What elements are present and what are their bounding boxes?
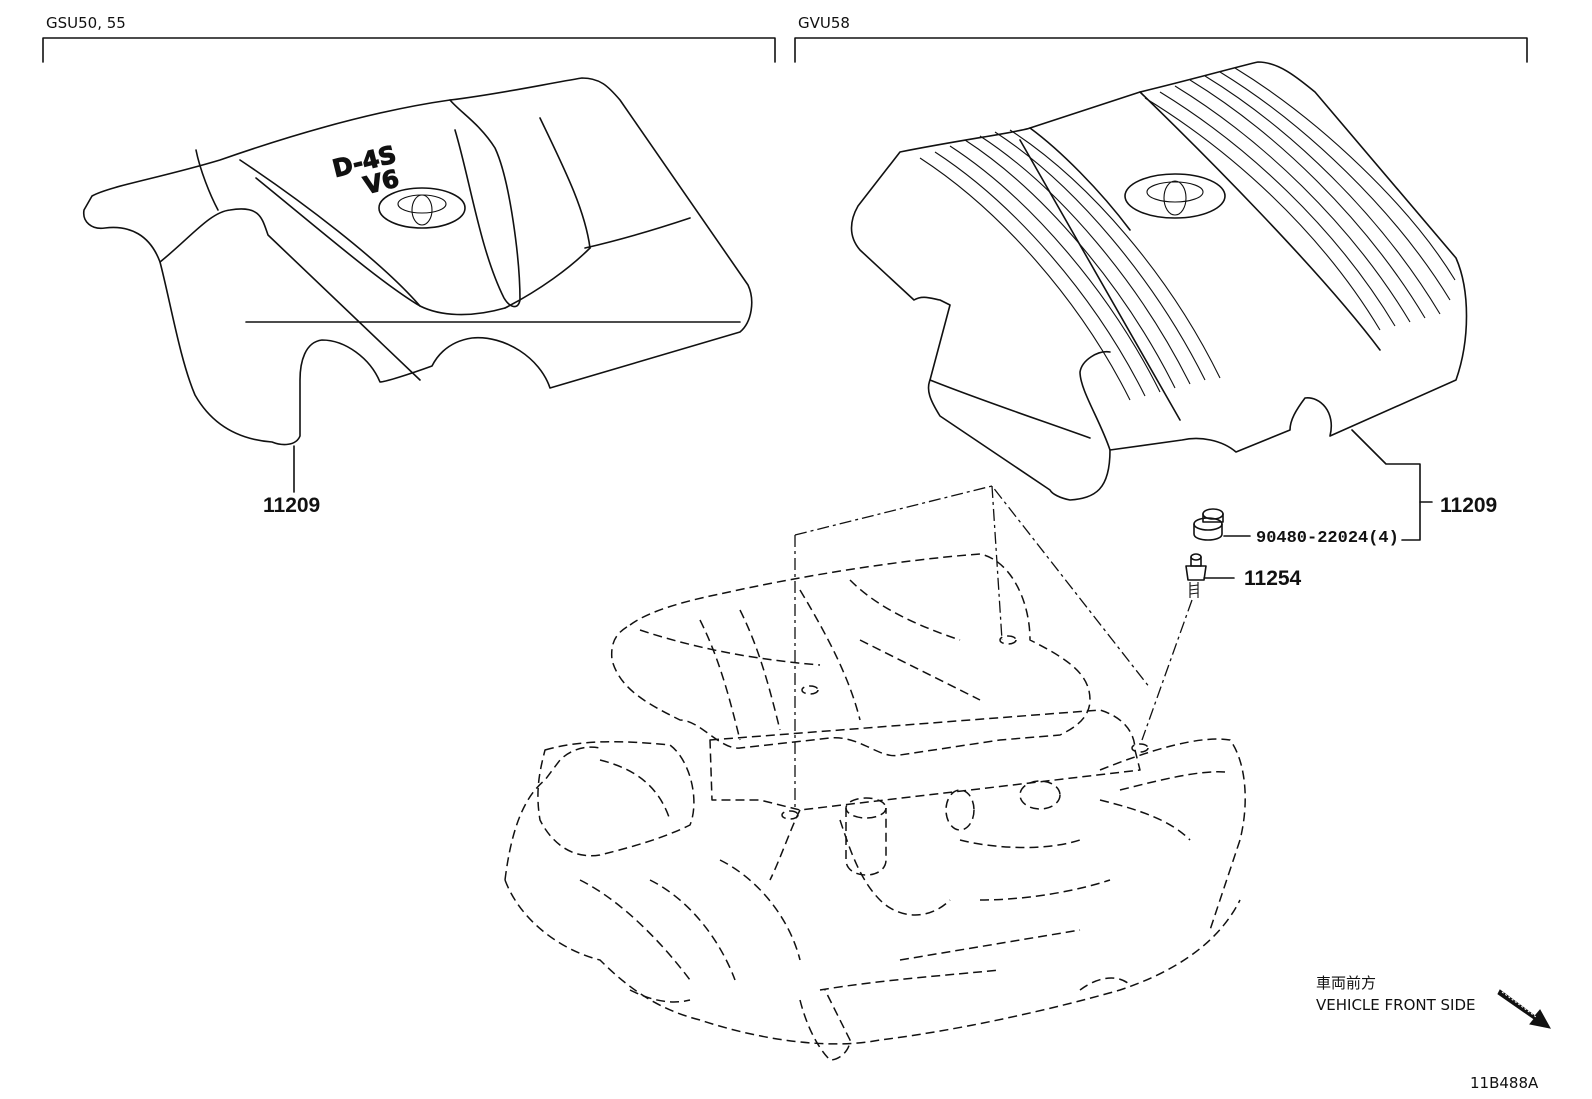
part-number-11209-right: 11209	[1440, 494, 1497, 517]
stud-part: 11254	[1185, 553, 1302, 598]
direction-label-en: VEHICLE FRONT SIDE	[1316, 996, 1476, 1014]
variant-bracket-left: GSU50, 55	[42, 14, 776, 63]
callout-right-cover: 11209	[1351, 429, 1497, 541]
engine-phantom	[504, 553, 1246, 1061]
part-number-90480-22024: 90480-22024(4)	[1256, 529, 1399, 548]
direction-label-jp: 車両前方	[1316, 974, 1376, 992]
engine-cover-left: D-4S V6	[82, 77, 753, 446]
d4s-v6-emblem: D-4S V6	[329, 140, 402, 201]
toyota-logo-right	[1124, 173, 1226, 219]
variant-label-gsu50: GSU50, 55	[46, 14, 126, 32]
part-number-11254: 11254	[1244, 567, 1302, 590]
cover-ribs-right	[1144, 67, 1456, 331]
front-arrow-icon	[1497, 989, 1551, 1029]
callout-left-cover: 11209	[263, 445, 320, 517]
variant-label-gvu58: GVU58	[798, 14, 850, 32]
cover-ribs-left	[919, 129, 1221, 401]
part-number-11209-left: 11209	[263, 494, 320, 517]
toyota-logo-left	[378, 187, 466, 229]
figure-id: 11B488A	[1470, 1074, 1539, 1092]
variant-bracket-right: GVU58	[794, 14, 1528, 63]
direction-indicator: 車両前方 VEHICLE FRONT SIDE	[1316, 974, 1551, 1029]
mounting-leaders	[794, 485, 1193, 810]
grommet-part: 90480-22024(4)	[1193, 508, 1399, 548]
engine-cover-right	[850, 61, 1468, 501]
